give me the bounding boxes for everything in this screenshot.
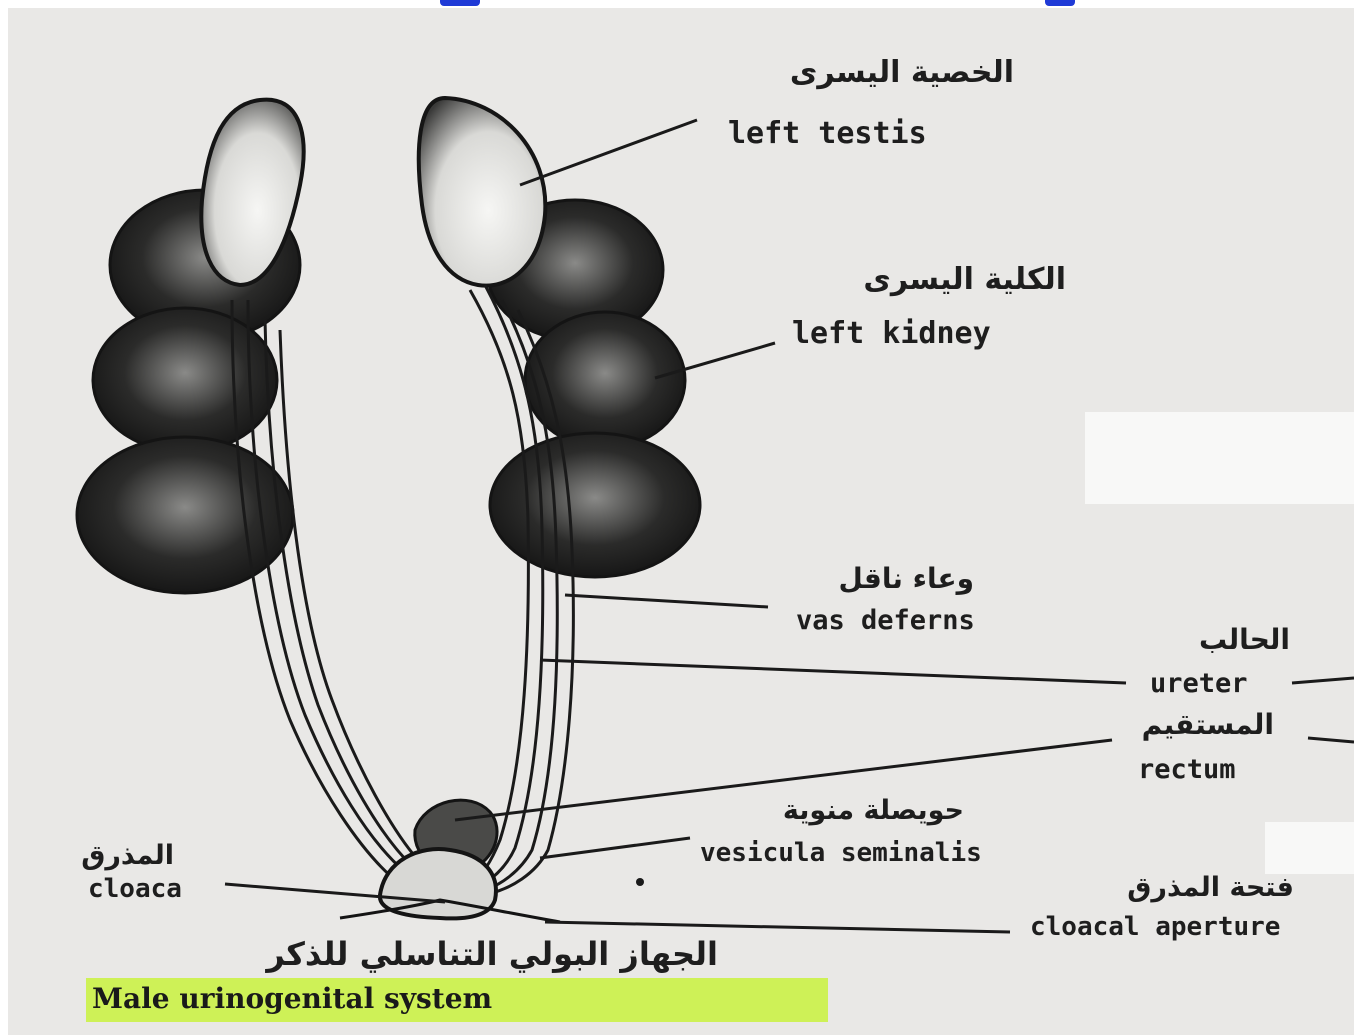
vas-deferens-ar-label: وعاء ناقل <box>839 562 974 595</box>
vas-deferens-label: vas deferns <box>796 605 975 636</box>
masked-region <box>1085 412 1354 504</box>
ureter-label: ureter <box>1150 668 1248 699</box>
vesicula-seminalis-ar-label: حويصلة منوية <box>783 795 964 826</box>
masked-region <box>1265 822 1354 874</box>
cloacal-aperture-label: cloacal aperture <box>1030 912 1280 942</box>
ureter-ar-label: الحالب <box>1199 623 1290 656</box>
rectum-label: rectum <box>1138 754 1236 785</box>
left-kidney-label: left kidney <box>792 316 991 351</box>
left-testis-label: left testis <box>728 116 927 151</box>
left-testis-ar-label: الخصية اليسرى <box>790 55 1014 90</box>
rectum-ar-label: المستقيم <box>1142 708 1274 741</box>
vesicula-seminalis-label: vesicula seminalis <box>700 838 982 868</box>
caption-en: Male urinogenital system <box>92 982 492 1015</box>
caption-ar: الجهاز البولي التناسلي للذكر <box>266 935 718 973</box>
cloacal-aperture-ar-label: فتحة المذرق <box>1127 872 1294 903</box>
left-kidney-ar-label: الكلية اليسرى <box>863 262 1066 297</box>
cloaca-label: cloaca <box>88 874 182 904</box>
left-testis <box>419 98 546 286</box>
cloaca-ar-label: المذرق <box>81 840 174 871</box>
